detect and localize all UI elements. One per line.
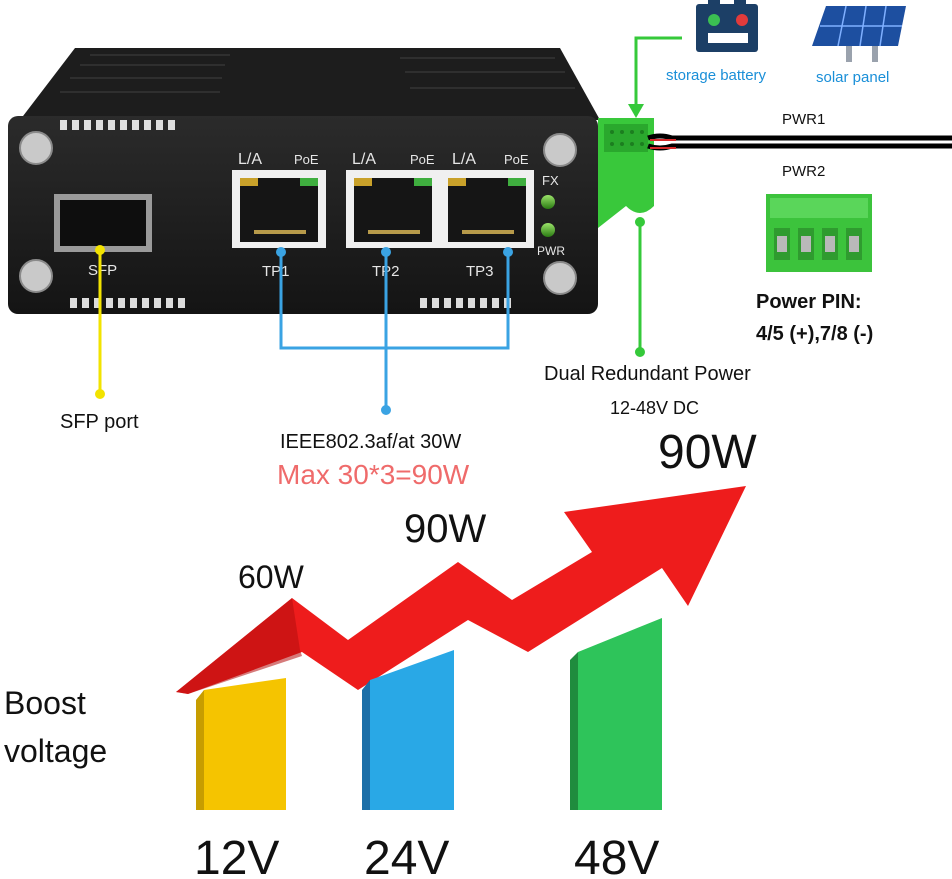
power-pin-values: 4/5 (+),7/8 (-) <box>756 323 873 345</box>
tp1-label: TP1 <box>262 263 290 280</box>
power-cables <box>647 133 952 151</box>
storage-battery-icon <box>696 0 758 52</box>
la-led-icon <box>240 178 258 186</box>
voltage-label-24v: 24V <box>364 832 449 879</box>
poe-label-3: PoE <box>504 152 529 167</box>
heatsink-fins <box>60 54 575 93</box>
poe-standard-callout: IEEE802.3af/at 30W <box>280 431 461 453</box>
bar-48v <box>570 618 662 810</box>
pwr-led-icon <box>541 223 555 237</box>
storage-battery-label: storage battery <box>666 67 767 84</box>
power-callout-line <box>635 217 645 357</box>
bar-24v <box>362 650 454 810</box>
la-label-3: L/A <box>452 151 476 168</box>
rj45-port-tp2[interactable] <box>346 170 440 248</box>
boost-label-line1: Boost <box>4 685 86 721</box>
sfp-slot <box>60 200 146 246</box>
poe-max-callout: Max 30*3=90W <box>277 459 470 490</box>
solar-panel-icon <box>812 5 906 62</box>
sfp-port[interactable] <box>54 194 152 252</box>
watts-label-24v: 90W <box>404 507 486 551</box>
power-input-arrow <box>628 36 682 118</box>
voltage-label-48v: 48V <box>574 832 659 879</box>
watts-label-12v: 60W <box>238 559 305 595</box>
screw-icon <box>19 259 53 293</box>
bar-12v <box>196 678 286 810</box>
power-pin-title: Power PIN: <box>756 291 862 313</box>
mounting-screws <box>19 131 577 295</box>
rj45-port-tp3[interactable] <box>440 170 534 248</box>
voltage-label-12v: 12V <box>194 832 279 879</box>
pwr2-label: PWR2 <box>782 163 825 180</box>
solar-panel-label: solar panel <box>816 69 889 86</box>
poe-callout-lines <box>279 252 510 410</box>
fx-label: FX <box>542 173 559 188</box>
screw-icon <box>543 133 577 167</box>
power-terminal-block[interactable] <box>598 118 654 228</box>
sfp-label: SFP <box>88 262 117 279</box>
vent-slots-bottom <box>70 298 511 308</box>
boost-arrow <box>176 486 746 694</box>
screw-icon <box>543 261 577 295</box>
dual-power-callout: Dual Redundant Power <box>544 363 751 385</box>
la-label-1: L/A <box>238 151 262 168</box>
watts-label-48v: 90W <box>658 426 757 479</box>
poe-led-icon <box>414 178 432 186</box>
power-pin-connector-icon <box>766 194 872 272</box>
rj45-port-tp1[interactable] <box>232 170 326 248</box>
poe-callout-dots <box>276 247 513 415</box>
poe-led-icon <box>300 178 318 186</box>
poe-led-icon <box>508 178 526 186</box>
vent-slots-top <box>60 120 175 130</box>
switch-device: L/A PoE L/A PoE L/A PoE FX PWR SFP TP1 T… <box>8 48 600 314</box>
poe-label-2: PoE <box>410 152 435 167</box>
boost-label-line2: voltage <box>4 733 107 769</box>
la-led-icon <box>448 178 466 186</box>
fx-led-icon <box>541 195 555 209</box>
screw-icon <box>19 131 53 165</box>
la-label-2: L/A <box>352 151 376 168</box>
pwr-label: PWR <box>537 244 565 258</box>
poe-label-1: PoE <box>294 152 319 167</box>
tp3-label: TP3 <box>466 263 494 280</box>
sfp-port-callout: SFP port <box>60 411 139 433</box>
la-led-icon <box>354 178 372 186</box>
voltage-range-callout: 12-48V DC <box>610 398 699 418</box>
pwr1-label: PWR1 <box>782 111 825 128</box>
sfp-callout-line <box>95 245 105 399</box>
